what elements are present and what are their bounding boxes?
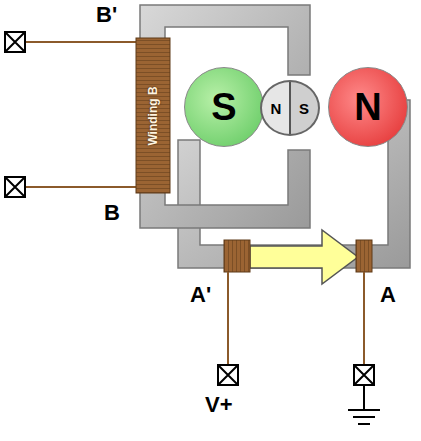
coil-a xyxy=(356,240,372,272)
wire xyxy=(25,41,138,43)
flux-arrow xyxy=(250,230,358,284)
winding-end-label: A' xyxy=(190,282,211,308)
wire xyxy=(227,272,229,365)
winding-label: Winding B xyxy=(146,86,160,145)
coil-a xyxy=(224,240,250,272)
wire xyxy=(363,272,365,365)
coil-b xyxy=(136,38,170,193)
rotor-pole-letter: S xyxy=(290,100,318,117)
ground-symbol xyxy=(348,385,380,424)
supply-label: V+ xyxy=(205,392,233,418)
rotor-pole-letter: N xyxy=(262,100,290,117)
rotor: NS xyxy=(260,80,320,136)
pole-letter: N xyxy=(354,86,381,129)
winding-coil: Winding B xyxy=(136,38,170,193)
winding-end-label: B' xyxy=(96,2,117,28)
terminal xyxy=(218,365,374,385)
terminal xyxy=(5,32,25,197)
stator-pole: N xyxy=(328,67,408,147)
wire xyxy=(25,186,138,188)
stator-pole: S xyxy=(184,67,264,147)
winding-end-label: A xyxy=(380,282,396,308)
pole-letter: S xyxy=(211,86,236,129)
winding-end-label: B xyxy=(104,200,120,226)
